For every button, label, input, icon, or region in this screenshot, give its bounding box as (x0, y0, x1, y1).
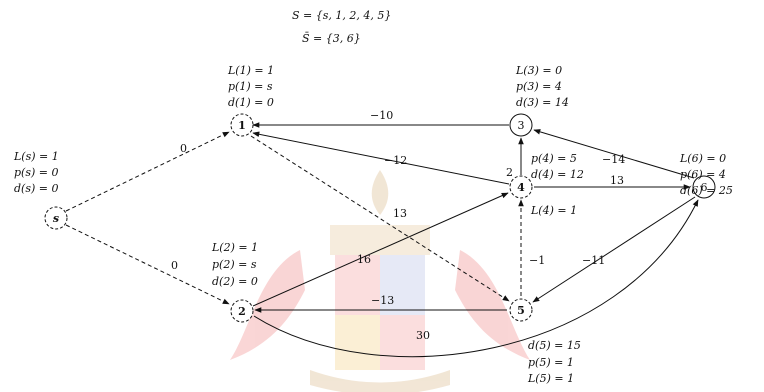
annot-5-p: p(5) = 1 (528, 356, 574, 369)
annot-5-L: L(5) = 1 (527, 372, 574, 385)
weight-2-4: 16 (357, 253, 371, 266)
weight-2-6: 30 (416, 329, 430, 342)
annot-s-p: p(s) = 0 (14, 166, 58, 179)
annot-3-p: p(3) = 4 (516, 80, 562, 93)
set-s-bar: S̄ = {3, 6} (302, 32, 361, 45)
node-4-label: 4 (517, 181, 525, 194)
node-3: 3 (510, 114, 532, 136)
weight-3-1: −10 (370, 109, 393, 122)
edge-s-2 (66, 225, 229, 304)
weight-6-5: −11 (582, 254, 605, 267)
annot-1-d: d(1) = 0 (228, 96, 274, 109)
node-2: 2 (231, 300, 253, 322)
node-1: 1 (231, 114, 253, 136)
set-s: S = {s, 1, 2, 4, 5} (292, 9, 391, 22)
node-4: 4 (510, 176, 532, 198)
annot-4-d: d(4) = 12 (531, 168, 584, 181)
annot-6-L: L(6) = 0 (679, 152, 726, 165)
annot-3-d: d(3) = 14 (516, 96, 569, 109)
node-2-label: 2 (238, 305, 246, 318)
weight-6-3: −14 (602, 153, 625, 166)
weight-4-3: 2 (506, 166, 513, 179)
annot-5-d: d(5) = 15 (528, 339, 581, 352)
weight-s-1: 0 (180, 142, 187, 155)
annot-s-d: d(s) = 0 (14, 182, 58, 195)
annot-6-d: d(6) = 25 (680, 184, 733, 197)
weight-4-6: 13 (610, 174, 624, 187)
annot-s-L: L(s) = 1 (13, 150, 59, 163)
annot-1-p: p(1) = s (228, 80, 273, 93)
weight-1-5: 13 (393, 207, 407, 220)
annot-4-L: L(4) = 1 (530, 204, 577, 217)
annot-4-p: p(4) = 5 (531, 152, 577, 165)
annot-2-p: p(2) = s (212, 258, 257, 271)
weight-5-2: −13 (371, 294, 394, 307)
weight-4-1: −12 (384, 154, 407, 167)
node-5: 5 (510, 299, 532, 321)
node-5-label: 5 (517, 304, 525, 317)
node-s: s (45, 207, 67, 229)
weight-s-2: 0 (171, 259, 178, 272)
annot-6-p: p(6) = 4 (680, 168, 726, 181)
node-3-label: 3 (518, 119, 525, 132)
weight-5-4: −1 (529, 254, 545, 267)
annot-2-L: L(2) = 1 (211, 241, 258, 254)
annot-1-L: L(1) = 1 (227, 64, 274, 77)
edge-s-1 (66, 132, 229, 211)
annot-2-d: d(2) = 0 (212, 275, 258, 288)
node-1-label: 1 (238, 119, 246, 132)
node-s-label: s (53, 212, 59, 225)
annot-3-L: L(3) = 0 (515, 64, 562, 77)
